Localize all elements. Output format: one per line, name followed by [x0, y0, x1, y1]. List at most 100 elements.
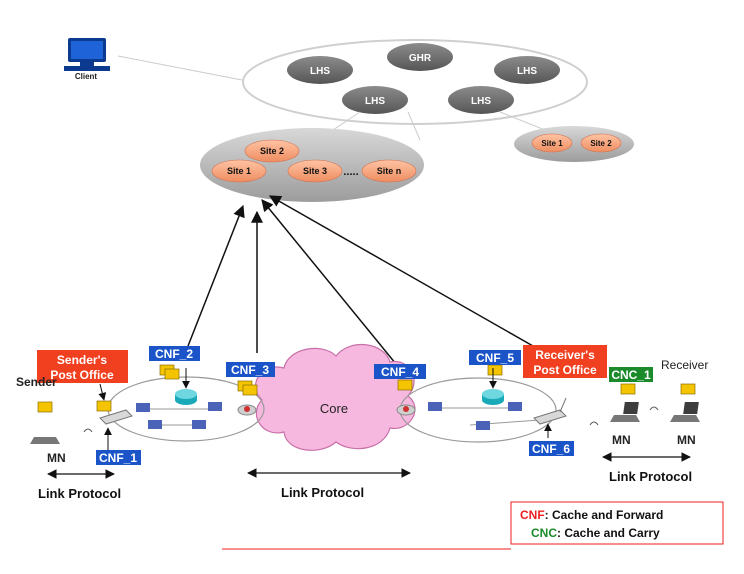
mn-right2-label: MN — [677, 433, 696, 447]
small-site-2-node: Site 2 — [580, 133, 622, 153]
right-switch-3-icon — [476, 421, 490, 430]
sites-ellipsis: ..... — [343, 166, 358, 178]
left-switch-2-icon — [148, 420, 162, 429]
legend-cnf-key: CNF — [520, 508, 545, 522]
site-n-node: Site n — [361, 159, 417, 183]
site-2-node: Site 2 — [244, 139, 300, 163]
left-switch-4-icon — [208, 402, 222, 411]
cnc1-label: CNC_1 — [609, 367, 653, 382]
client-label: Client — [75, 72, 98, 81]
cnf6-label: CNF_6 — [529, 441, 574, 456]
lhs-to-sites-line-right — [407, 111, 421, 141]
right-switch-2-icon — [508, 402, 522, 411]
cnf5-label: CNF_5 — [469, 350, 521, 365]
svg-text:Site 2: Site 2 — [260, 146, 284, 156]
sender-post-office-box: Sender's Post Office — [37, 350, 128, 383]
cache-icon-receiver — [680, 383, 696, 395]
receiver-wireless-1-icon — [589, 421, 599, 426]
receiver-post-office-box: Receiver's Post Office — [523, 345, 607, 378]
arrow-cnf4-to-sites — [261, 199, 397, 365]
cache-icon-cnc1 — [620, 383, 636, 395]
core-label: Core — [320, 401, 348, 416]
left-access-point-icon — [99, 409, 133, 425]
protocol-right-label: Link Protocol — [609, 469, 692, 484]
legend-cnf-line: CNF: Cache and Forward — [520, 508, 663, 522]
cnf2-label: CNF_2 — [149, 346, 200, 361]
svg-text:GHR: GHR — [409, 53, 432, 64]
svg-text:CNF_6: CNF_6 — [532, 442, 570, 456]
svg-text:Site 1: Site 1 — [227, 166, 251, 176]
client-link-line — [117, 55, 243, 81]
left-ring-router-icon — [237, 404, 257, 416]
svg-text:Site n: Site n — [377, 166, 402, 176]
svg-text:LHS: LHS — [310, 66, 330, 77]
sender-office-pointer — [98, 383, 107, 401]
right-access-point-icon — [533, 397, 567, 425]
svg-text:CNC_1: CNC_1 — [611, 368, 651, 382]
lhs-node-left: LHS — [287, 56, 353, 84]
svg-text:LHS: LHS — [471, 96, 491, 107]
left-router-icon — [175, 389, 197, 405]
right-switch-1-icon — [428, 402, 442, 411]
svg-text:Post Office: Post Office — [50, 368, 114, 382]
svg-text:Site 3: Site 3 — [303, 166, 327, 176]
protocol-left-label: Link Protocol — [38, 486, 121, 501]
top-cluster-ellipse — [242, 39, 588, 125]
cnf1-label: CNF_1 — [96, 450, 141, 465]
protocol-center-label: Link Protocol — [281, 485, 364, 500]
svg-text:CNF_2: CNF_2 — [155, 347, 193, 361]
receiver-wireless-2-icon — [649, 406, 659, 411]
svg-text:Receiver's: Receiver's — [535, 348, 595, 362]
svg-text:LHS: LHS — [517, 66, 537, 77]
lhs-node-mid-left: LHS — [342, 86, 408, 114]
lhs-to-small-sites-line — [499, 111, 546, 131]
lhs-node-mid-right: LHS — [448, 86, 514, 114]
lhs-to-sites-line-left — [329, 111, 361, 133]
cnf4-label: CNF_4 — [374, 364, 426, 379]
arrow-cnf2-to-sites — [187, 204, 245, 347]
cache-icon-cnf2 — [159, 364, 180, 380]
arrow-receiver-office-to-sites — [268, 195, 541, 351]
cnf3-label: CNF_3 — [226, 362, 275, 377]
small-site-1-node: Site 1 — [531, 133, 573, 153]
left-switch-3-icon — [192, 420, 206, 429]
svg-text:Post Office: Post Office — [533, 363, 597, 377]
svg-text:Site 2: Site 2 — [590, 139, 612, 148]
receiver-laptop-2-icon — [670, 402, 700, 422]
cache-icon-cnf4 — [397, 379, 413, 391]
right-access-ring — [399, 377, 557, 443]
receiver-laptop-1-icon — [610, 402, 640, 422]
lhs-node-right: LHS — [494, 56, 560, 84]
cache-icon-cnf3 — [237, 380, 258, 396]
svg-text:CNF_5: CNF_5 — [476, 351, 514, 365]
svg-text:Sender's: Sender's — [57, 353, 108, 367]
legend-cnc-desc: : Cache and Carry — [557, 526, 660, 540]
client-computer-icon — [64, 38, 110, 71]
core-cloud — [255, 343, 416, 451]
legend-cnf-desc: : Cache and Forward — [545, 508, 664, 522]
site-1-node: Site 1 — [211, 159, 267, 183]
right-router-icon — [482, 389, 504, 405]
sender-label: Sender — [16, 375, 57, 389]
legend-box — [510, 501, 724, 545]
site-3-node: Site 3 — [287, 159, 343, 183]
mn-right1-label: MN — [612, 433, 631, 447]
sender-wireless-icon — [83, 428, 93, 433]
receiver-label: Receiver — [661, 358, 708, 372]
ghr-node: GHR — [387, 43, 453, 71]
cache-icon-cnf1 — [96, 400, 112, 412]
cache-icon-cnf5 — [487, 364, 503, 376]
svg-text:Site 1: Site 1 — [541, 139, 563, 148]
svg-text:LHS: LHS — [365, 96, 385, 107]
svg-text:CNF_1: CNF_1 — [99, 451, 137, 465]
svg-text:CNF_3: CNF_3 — [231, 363, 269, 377]
cache-icon-sender — [37, 401, 53, 413]
svg-text:CNF_4: CNF_4 — [381, 365, 419, 379]
left-switch-1-icon — [136, 403, 150, 412]
legend-cnc-key: CNC — [531, 526, 557, 540]
mn-left-label: MN — [47, 451, 66, 465]
sender-laptop-icon — [30, 437, 60, 444]
right-ring-router-icon — [396, 404, 416, 416]
